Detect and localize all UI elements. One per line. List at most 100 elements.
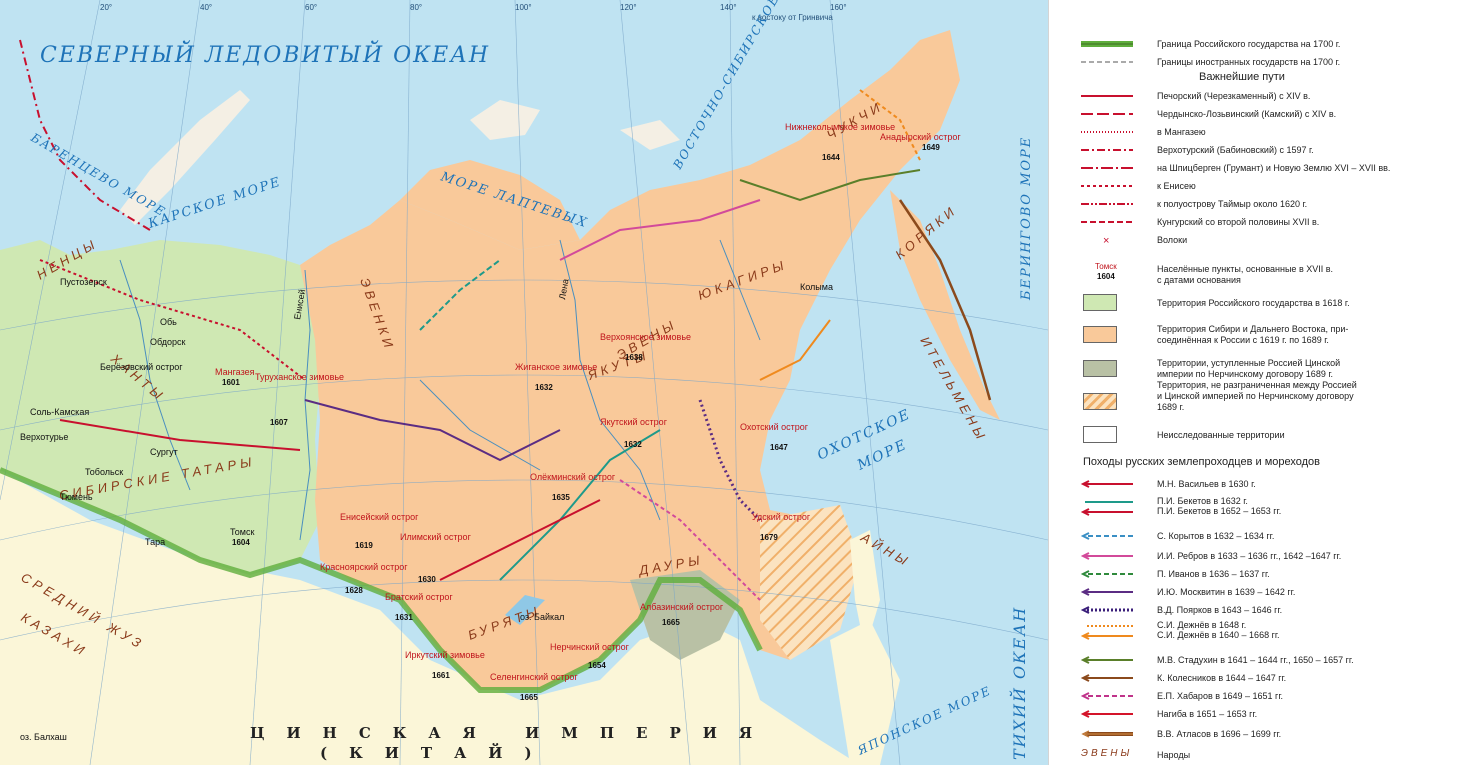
legend-row: С.И. Дежнёв в 1648 г. С.И. Дежнёв в 1640… bbox=[1049, 620, 1461, 642]
feature-label: Лена bbox=[557, 278, 570, 300]
town-year: 1647 bbox=[770, 443, 788, 452]
legend-row: М.В. Стадухин в 1641 – 1644 гг., 1650 – … bbox=[1049, 652, 1461, 668]
feature-label: Колыма bbox=[800, 282, 833, 292]
legend-area-swatch bbox=[1083, 294, 1117, 311]
legend-swatch bbox=[1080, 674, 1133, 682]
novosibirsk-islands bbox=[620, 120, 680, 150]
map-legend: Граница Российского государства на 1700 … bbox=[1048, 0, 1461, 765]
legend-label: Е.П. Хабаров в 1649 – 1651 гг. bbox=[1157, 691, 1284, 701]
fort-label: Мангазея bbox=[215, 367, 255, 377]
town-year: 1631 bbox=[395, 613, 413, 622]
legend-label: Граница Российского государства на 1700 … bbox=[1157, 39, 1341, 49]
fort-label: Туруханское зимовье bbox=[255, 372, 344, 382]
legend-swatch bbox=[1081, 41, 1133, 47]
legend-label: С.И. Дежнёв в 1648 г. bbox=[1157, 620, 1247, 630]
sakhalin bbox=[850, 530, 880, 650]
legend-label: П.И. Бекетов в 1652 – 1653 гг. bbox=[1157, 506, 1282, 516]
kamchatka bbox=[890, 190, 1000, 420]
sea-bering: БЕРИНГОВО МОРЕ bbox=[1019, 136, 1034, 301]
legend-swatch bbox=[1080, 625, 1133, 640]
town-label: Тара bbox=[145, 537, 165, 547]
fort-label: Илимский острог bbox=[400, 532, 472, 542]
legend-row: Кунгурский со второй половины XVII в. bbox=[1049, 214, 1461, 230]
legend-swatch bbox=[1080, 692, 1133, 700]
legend-row: к полуострову Таймыр около 1620 г. bbox=[1049, 196, 1461, 212]
meridian-label: 100° bbox=[515, 3, 532, 12]
fort-label: Верхоянское зимовье bbox=[600, 332, 691, 342]
china-land bbox=[0, 470, 860, 765]
legend-label: Границы иностранных государств на 1700 г… bbox=[1157, 57, 1341, 67]
empire-name-2: (КИТАЙ) bbox=[320, 743, 554, 762]
legend-swatch bbox=[1080, 501, 1133, 516]
legend-swatch bbox=[1080, 480, 1133, 488]
feature-label: оз. Байкал bbox=[520, 612, 564, 622]
taimyr bbox=[400, 160, 580, 250]
legend-label: Кунгурский со второй половины XVII в. bbox=[1157, 217, 1320, 227]
severnaya-zemlya bbox=[470, 100, 540, 140]
legend-row: Нагиба в 1651 – 1653 гг. bbox=[1049, 706, 1461, 722]
legend-label: И.Ю. Москвитин в 1639 – 1642 гг. bbox=[1157, 587, 1296, 597]
fort-label: Селенгинский острог bbox=[490, 672, 578, 682]
legend-area-swatch bbox=[1083, 360, 1117, 377]
legend-row: В.Д. Поярков в 1643 – 1646 гг. bbox=[1049, 602, 1461, 618]
sea-arctic: СЕВЕРНЫЙ ЛЕДОВИТЫЙ ОКЕАН bbox=[40, 40, 490, 68]
legend-label: соединённая к России с 1619 г. по 1689 г… bbox=[1157, 335, 1329, 345]
legend-label: Народы bbox=[1157, 750, 1191, 760]
legend-settlement-year: 1604 bbox=[1097, 272, 1115, 281]
town-year: 1644 bbox=[822, 153, 840, 162]
town-label: Верхотурье bbox=[20, 432, 68, 442]
legend-label: В.Д. Поярков в 1643 – 1646 гг. bbox=[1157, 605, 1283, 615]
town-year: 1661 bbox=[432, 671, 450, 680]
legend-label: на Шпицберген (Грумант) и Новую Землю XV… bbox=[1157, 163, 1391, 173]
meridian-label: 80° bbox=[410, 3, 422, 12]
legend-heading-routes: Важнейшие пути bbox=[1199, 71, 1285, 83]
legend-row: Граница Российского государства на 1700 … bbox=[1049, 36, 1461, 52]
meridian-label: 20° bbox=[100, 3, 112, 12]
legend-row: С. Корытов в 1632 – 1634 гг. bbox=[1049, 528, 1461, 544]
legend-settlement-name: Томск bbox=[1095, 262, 1117, 271]
legend-label: И.И. Ребров в 1633 – 1636 гг., 1642 –164… bbox=[1157, 551, 1342, 561]
town-year: 1654 bbox=[588, 661, 606, 670]
legend-swatch bbox=[1080, 532, 1133, 540]
legend-label: в Мангазею bbox=[1157, 127, 1206, 137]
legend-row: × Волоки bbox=[1049, 232, 1461, 248]
legend-label: Неисследованные территории bbox=[1157, 430, 1285, 440]
legend-label: и Цинской империей по Нерчинскому догово… bbox=[1157, 391, 1354, 401]
legend-swatch bbox=[1081, 131, 1133, 133]
historical-map: 20° 40° 60° 80° 100° 120° 140° 160° к во… bbox=[0, 0, 1048, 765]
fort-label: Енисейский острог bbox=[340, 512, 419, 522]
legend-label: С. Корытов в 1632 – 1634 гг. bbox=[1157, 531, 1275, 541]
legend-row: Печорский (Черезкаменный) с XIV в. bbox=[1049, 88, 1461, 104]
meridian-label: 160° bbox=[830, 3, 847, 12]
town-year: 1665 bbox=[520, 693, 538, 702]
legend-peoples-sample: ЭВЕНЫ bbox=[1081, 748, 1133, 759]
legend-label: Нагиба в 1651 – 1653 гг. bbox=[1157, 709, 1258, 719]
fort-label: Албазинский острог bbox=[640, 602, 724, 612]
legend-label: Населённые пункты, основанные в XVII в. bbox=[1157, 264, 1334, 274]
legend-swatch bbox=[1081, 149, 1133, 151]
town-label: Берёзовский острог bbox=[100, 362, 183, 372]
legend-heading-expeditions: Походы русских землепроходцев и мореходо… bbox=[1083, 456, 1320, 468]
legend-row: в Мангазею bbox=[1049, 124, 1461, 140]
meridian-label: 120° bbox=[620, 3, 637, 12]
meridian-label: 140° bbox=[720, 3, 737, 12]
town-label: Соль-Камская bbox=[30, 407, 89, 417]
legend-area-swatch bbox=[1083, 326, 1117, 343]
legend-label: П. Иванов в 1636 – 1637 гг. bbox=[1157, 569, 1270, 579]
fort-label: Нерчинский острог bbox=[550, 642, 630, 652]
town-year: 1679 bbox=[760, 533, 778, 542]
legend-label: Печорский (Черезкаменный) с XIV в. bbox=[1157, 91, 1311, 101]
sea-pacific: ТИХИЙ ОКЕАН bbox=[1008, 606, 1029, 760]
town-year: 1607 bbox=[270, 418, 288, 427]
town-year: 1635 bbox=[552, 493, 570, 502]
town-label: Томск bbox=[230, 527, 254, 537]
legend-label: 1689 г. bbox=[1157, 402, 1185, 412]
fort-label: Удский острог bbox=[752, 512, 811, 522]
meridian-label: 40° bbox=[200, 3, 212, 12]
legend-swatch: × bbox=[1103, 235, 1109, 247]
legend-area-swatch bbox=[1083, 393, 1117, 410]
legend-row: на Шпицберген (Грумант) и Новую Землю XV… bbox=[1049, 160, 1461, 176]
legend-swatch bbox=[1080, 656, 1133, 664]
towns: Пустозерск Обдорск Берёзовский острог Со… bbox=[20, 122, 961, 702]
legend-swatch bbox=[1081, 61, 1133, 63]
